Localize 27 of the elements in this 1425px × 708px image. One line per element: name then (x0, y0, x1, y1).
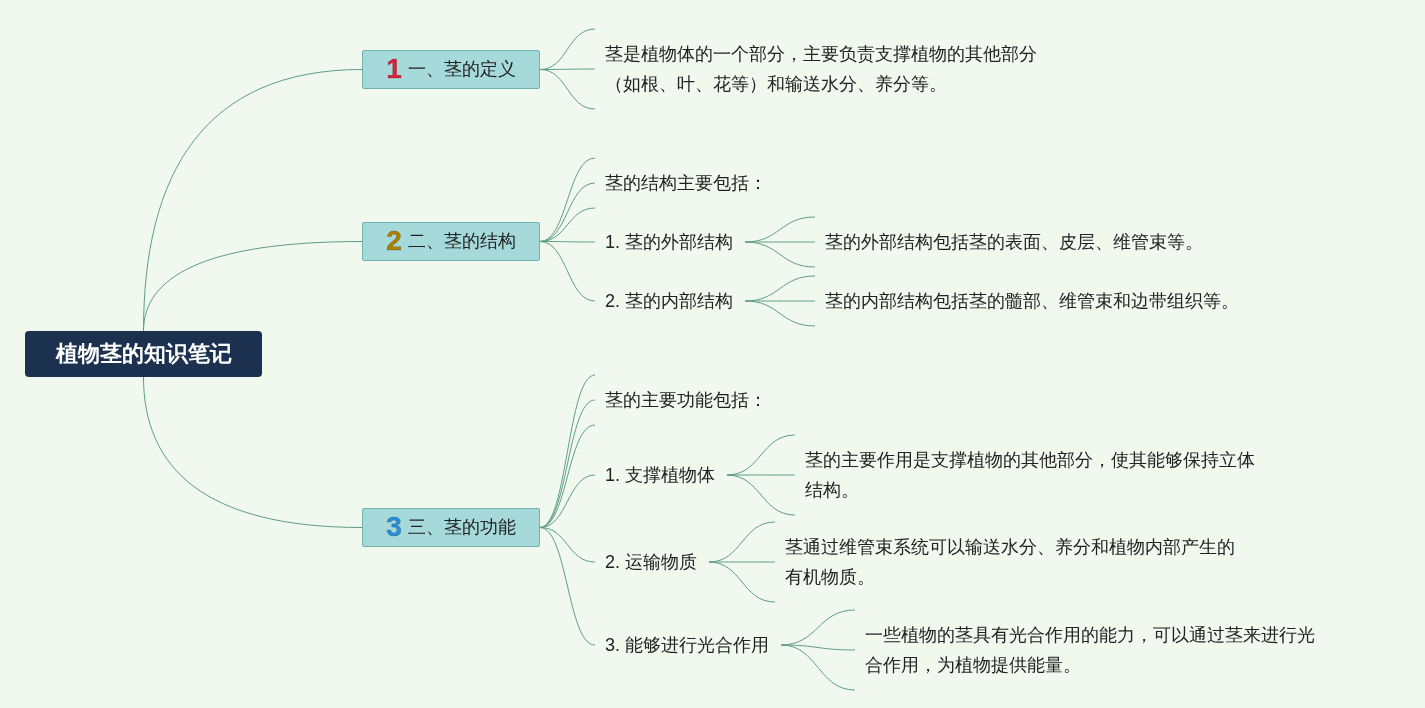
topic-box (362, 49, 540, 89)
branch-line (143, 376, 363, 528)
subtopic-text: 3. 能够进行光合作用 (595, 630, 781, 660)
central-topic-text: 植物茎的知识笔记 (55, 340, 232, 368)
subtopic-text: 2. 运输物质 (595, 547, 709, 577)
branch-line (539, 527, 596, 646)
subtopic-text: 1. 茎的外部结构 (595, 227, 745, 257)
topic-title: 三、茎的功能 (407, 516, 516, 539)
topic-box (362, 507, 540, 547)
central-topic-box (25, 331, 262, 377)
topic-box (362, 221, 540, 261)
number-label: 2 (386, 226, 402, 256)
subtopic-text: 茎的结构主要包括： (595, 168, 779, 198)
number-label: 1 (386, 54, 402, 84)
subtopic-text: 茎的内部结构包括茎的髓部、维管束和边带组织等。 (815, 286, 1251, 316)
subtopic-text: 茎的主要功能包括： (595, 385, 779, 415)
topic-title: 一、茎的定义 (407, 58, 516, 81)
subtopic-text: 茎是植物体的一个部分，主要负责支撑植物的其他部分（如根、叶、花等）和输送水分、养分等。 (595, 39, 1073, 99)
number-label: 3 (386, 512, 402, 542)
subtopic-text: 一些植物的茎具有光合作用的能力，可以通过茎来进行光合作用，为植物提供能量。 (855, 620, 1333, 680)
subtopic-text: 茎的主要作用是支撑植物的其他部分，使其能够保持立体结构。 (795, 445, 1273, 505)
subtopic-text: 2. 茎的内部结构 (595, 286, 745, 316)
branch-line (143, 241, 363, 332)
subtopic-text: 1. 支撑植物体 (595, 460, 727, 490)
subtopic-text: 茎的外部结构包括茎的表面、皮层、维管束等。 (815, 227, 1215, 257)
topic-title: 二、茎的结构 (407, 230, 516, 253)
subtopic-text: 茎通过维管束系统可以输送水分、养分和植物内部产生的有机物质。 (775, 532, 1253, 592)
